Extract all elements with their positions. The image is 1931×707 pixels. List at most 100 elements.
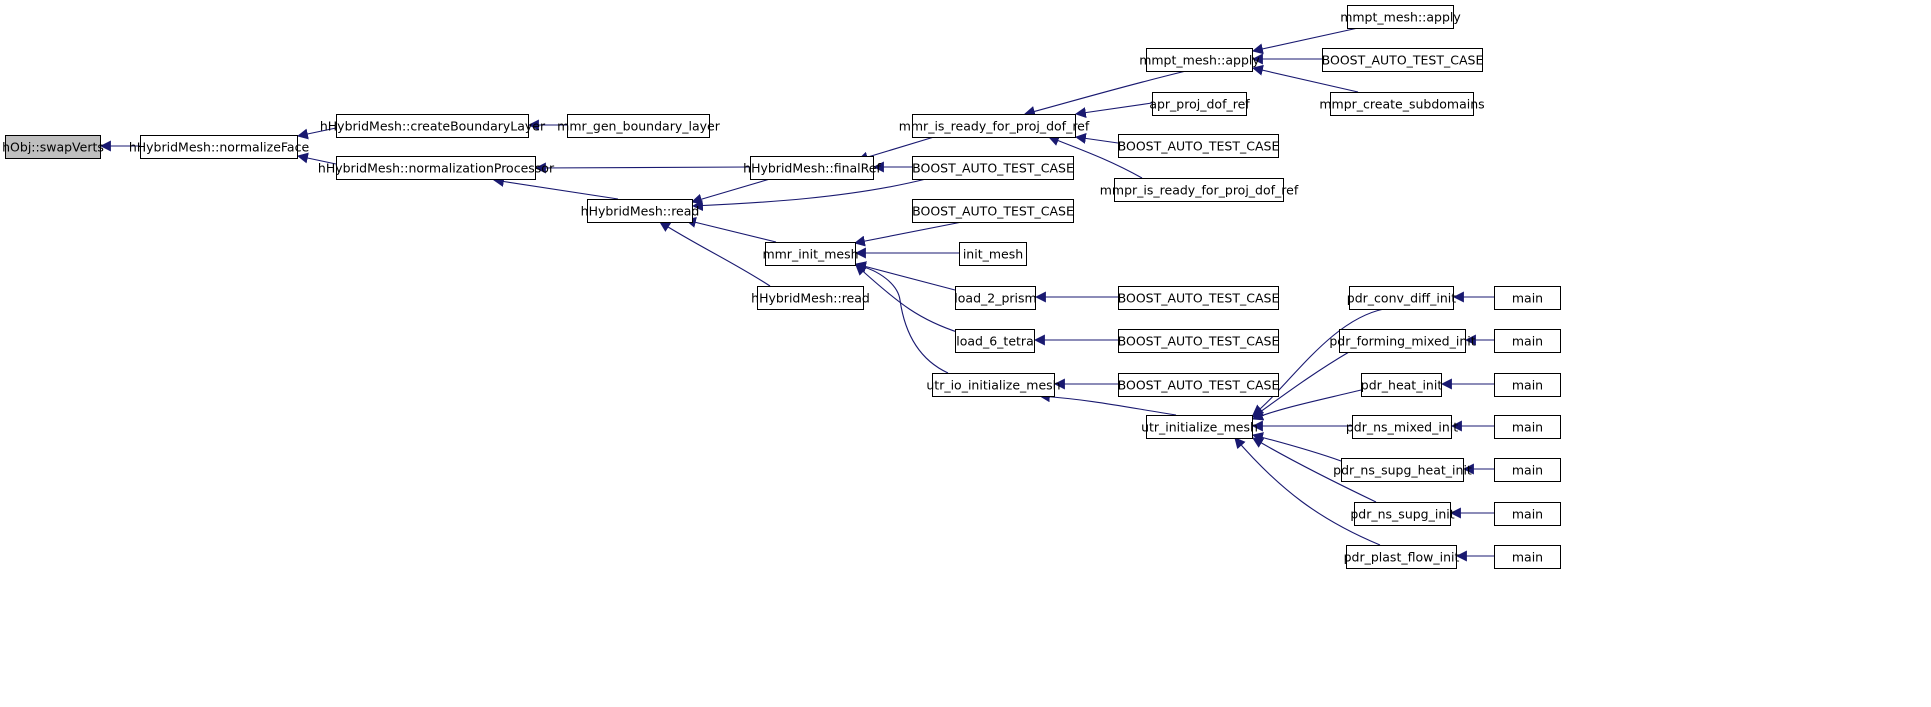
- function-node[interactable]: mmpr_create_subdomains: [1319, 92, 1485, 116]
- function-node-label: BOOST_AUTO_TEST_CASE: [1322, 53, 1484, 68]
- function-node[interactable]: pdr_ns_mixed_init: [1346, 415, 1458, 439]
- function-node-box: [1118, 286, 1279, 310]
- call-edge: [659, 221, 771, 287]
- call-edge: [854, 261, 956, 291]
- function-node[interactable]: main: [1494, 286, 1561, 310]
- function-node[interactable]: main: [1494, 458, 1561, 482]
- call-edge: [1252, 308, 1385, 416]
- function-node-label: hHybridMesh::read: [751, 291, 870, 306]
- function-node[interactable]: pdr_forming_mixed_init: [1329, 329, 1476, 353]
- function-node[interactable]: load_2_prism: [954, 286, 1037, 310]
- function-node-box: [1322, 48, 1483, 72]
- function-node[interactable]: BOOST_AUTO_TEST_CASE: [1118, 134, 1280, 158]
- function-node[interactable]: BOOST_AUTO_TEST_CASE: [1118, 329, 1280, 353]
- call-edge-line: [1047, 135, 1143, 179]
- call-edge-line: [1251, 64, 1359, 93]
- call-edge: [1251, 64, 1359, 93]
- function-node[interactable]: pdr_plast_flow_init: [1344, 545, 1460, 569]
- function-node-box: [912, 114, 1076, 138]
- function-node[interactable]: utr_io_initialize_mesh: [926, 373, 1061, 397]
- call-edge: [296, 152, 337, 165]
- function-node[interactable]: hHybridMesh::normalizationProcessor: [318, 156, 555, 180]
- function-node[interactable]: main: [1494, 329, 1561, 353]
- call-edge-line: [1038, 391, 1177, 416]
- call-edge: [1074, 102, 1153, 119]
- function-node[interactable]: BOOST_AUTO_TEST_CASE: [1118, 373, 1280, 397]
- call-edge-line: [684, 217, 777, 243]
- call-edge: [684, 217, 777, 243]
- call-edge: [854, 261, 949, 374]
- function-node-box: [757, 286, 864, 310]
- call-edge: [1234, 437, 1381, 546]
- function-node-label: mmr_gen_boundary_layer: [557, 119, 721, 134]
- function-node[interactable]: mmpt_mesh::apply: [1340, 5, 1461, 29]
- call-edge: [1074, 132, 1119, 144]
- function-node-label: utr_initialize_mesh: [1141, 420, 1258, 435]
- function-node-box: [1146, 48, 1253, 72]
- function-node-box: [750, 156, 874, 180]
- function-node[interactable]: pdr_ns_supg_heat_init: [1333, 458, 1472, 482]
- function-node-box: [765, 242, 856, 266]
- function-node-label: BOOST_AUTO_TEST_CASE: [912, 161, 1074, 176]
- function-node-box: [587, 199, 693, 223]
- function-node[interactable]: BOOST_AUTO_TEST_CASE: [912, 156, 1074, 180]
- function-node[interactable]: hHybridMesh::finalRef: [743, 156, 881, 180]
- function-node-box: [1349, 286, 1454, 310]
- function-node[interactable]: utr_initialize_mesh: [1141, 415, 1258, 439]
- function-node-box: [1494, 458, 1561, 482]
- function-node[interactable]: main: [1494, 545, 1561, 569]
- function-node[interactable]: hHybridMesh::normalizeFace: [129, 135, 310, 159]
- call-edge-line: [854, 261, 956, 291]
- function-node[interactable]: pdr_conv_diff_init: [1347, 286, 1456, 310]
- function-node-label: BOOST_AUTO_TEST_CASE: [1118, 378, 1280, 393]
- function-node[interactable]: mmpr_is_ready_for_proj_dof_ref: [1100, 178, 1299, 202]
- edge-layer: [99, 27, 1494, 562]
- function-node-box: [1494, 286, 1561, 310]
- function-node-box: [912, 156, 1074, 180]
- function-node[interactable]: mmr_is_ready_for_proj_dof_ref: [899, 114, 1090, 138]
- call-edge: [1251, 432, 1342, 462]
- function-node[interactable]: hHybridMesh::createBoundaryLayer: [320, 114, 546, 138]
- function-node[interactable]: load_6_tetra: [955, 329, 1035, 353]
- function-node-label: main: [1512, 550, 1543, 565]
- call-edge-line: [492, 176, 619, 200]
- function-node-label: hHybridMesh::createBoundaryLayer: [320, 119, 546, 134]
- call-edge-line: [1234, 437, 1381, 546]
- function-node-box: [1352, 415, 1452, 439]
- function-node[interactable]: BOOST_AUTO_TEST_CASE: [1322, 48, 1484, 72]
- function-node[interactable]: BOOST_AUTO_TEST_CASE: [912, 199, 1074, 223]
- function-node-box: [1339, 329, 1466, 353]
- function-node-label: pdr_ns_supg_init: [1350, 507, 1454, 522]
- function-node-label: utr_io_initialize_mesh: [926, 378, 1060, 393]
- call-edge-line: [691, 178, 927, 212]
- call-edge-line: [1074, 132, 1119, 144]
- call-edge-line: [1251, 27, 1359, 55]
- function-node-box: [959, 242, 1027, 266]
- function-node-label: pdr_plast_flow_init: [1344, 550, 1460, 565]
- function-node[interactable]: mmr_gen_boundary_layer: [557, 114, 721, 138]
- function-node[interactable]: hHybridMesh::read: [581, 199, 700, 223]
- function-node[interactable]: main: [1494, 502, 1561, 526]
- function-node-label: init_mesh: [963, 247, 1023, 262]
- function-node-box: [1118, 134, 1279, 158]
- function-node[interactable]: main: [1494, 373, 1561, 397]
- function-node-label: main: [1512, 334, 1543, 349]
- call-edge-line: [1251, 389, 1362, 421]
- function-node[interactable]: main: [1494, 415, 1561, 439]
- call-edge: [296, 127, 337, 140]
- call-edge-line: [1252, 308, 1385, 416]
- function-node[interactable]: hHybridMesh::read: [751, 286, 870, 310]
- function-node[interactable]: BOOST_AUTO_TEST_CASE: [1118, 286, 1280, 310]
- call-edge-line: [1074, 102, 1153, 119]
- function-node[interactable]: pdr_heat_init: [1361, 373, 1443, 397]
- function-node-label: apr_proj_dof_ref: [1149, 97, 1250, 112]
- function-node[interactable]: mmr_init_mesh: [762, 242, 859, 266]
- function-node[interactable]: apr_proj_dof_ref: [1149, 92, 1250, 116]
- function-node-label: hHybridMesh::normalizationProcessor: [318, 161, 555, 176]
- function-node[interactable]: init_mesh: [959, 242, 1027, 266]
- function-node[interactable]: mmpt_mesh::apply: [1139, 48, 1260, 72]
- call-edge-line: [1252, 437, 1377, 503]
- function-node[interactable]: pdr_ns_supg_init: [1350, 502, 1455, 526]
- function-node-box: [932, 373, 1055, 397]
